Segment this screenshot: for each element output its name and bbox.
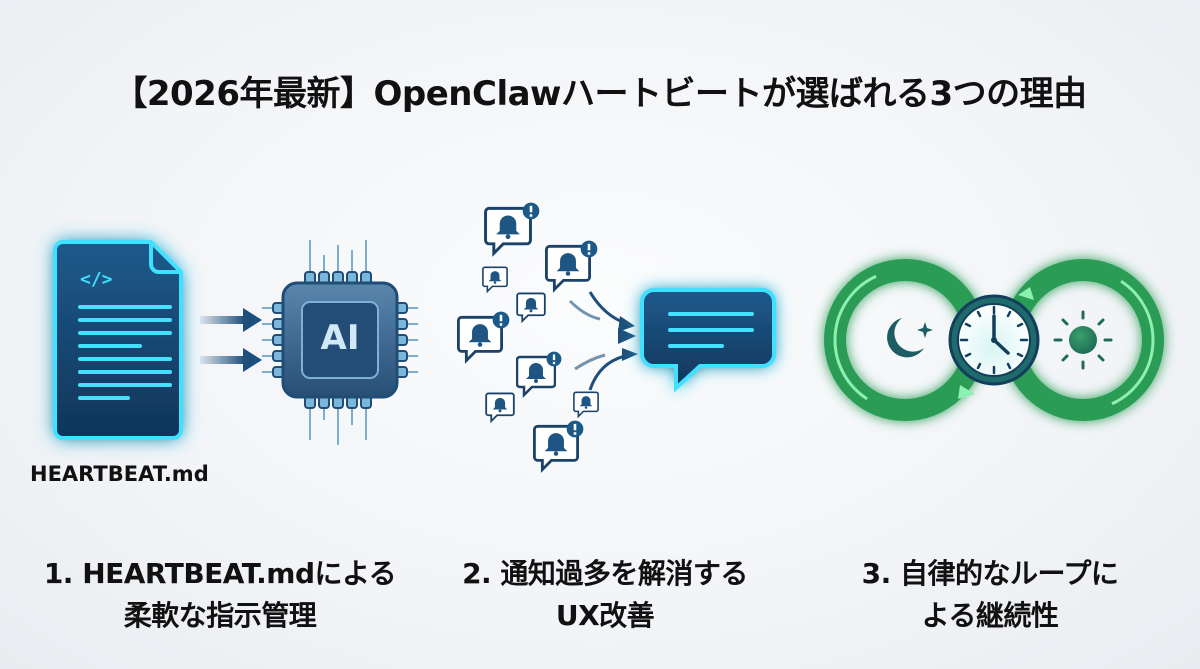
caption-3-line2: よる継続性 [921, 599, 1059, 632]
file-name-label: HEARTBEAT.md [30, 462, 209, 486]
merge-arrows-icon [520, 291, 638, 391]
caption-1-line1: 1. HEARTBEAT.mdによる [43, 557, 397, 590]
ai-chip-label: AI [320, 318, 360, 358]
clock-icon [948, 294, 1040, 386]
moon-icon [887, 318, 933, 358]
svg-text:</>: </> [80, 269, 113, 290]
document-icon [53, 240, 183, 440]
caption-2-line1: 2. 通知過多を解消する [462, 557, 748, 590]
caption-3-line1: 3. 自律的なループに [861, 557, 1119, 590]
caption-1-line2: 柔軟な指示管理 [123, 599, 317, 632]
caption-reason-3: 3. 自律的なループに よる継続性 [800, 553, 1180, 637]
page-title: 【2026年最新】OpenClawハートビートが選ばれる3つの理由 [113, 74, 1087, 114]
sun-icon [1053, 310, 1113, 370]
arrow-icon [200, 308, 262, 372]
caption-reason-2: 2. 通知過多を解消する UX改善 [410, 553, 800, 637]
caption-2-line2: UX改善 [555, 599, 655, 632]
caption-reason-1: 1. HEARTBEAT.mdによる 柔軟な指示管理 [20, 553, 420, 637]
